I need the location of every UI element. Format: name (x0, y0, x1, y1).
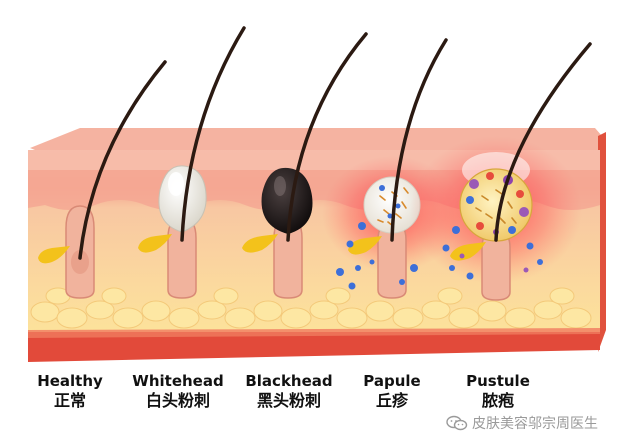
label-papule-zh: 丘疹 (375, 391, 408, 410)
papule-hair (390, 38, 448, 242)
whitehead-follicle (138, 26, 246, 299)
label-blackhead-en: Blackhead (245, 372, 333, 390)
blackhead-sebaceous-gland (242, 234, 278, 253)
label-blackhead-zh: 黑头粉刺 (256, 391, 321, 410)
label-whitehead: Whitehead 白头粉刺 (123, 372, 233, 412)
label-pustule-en: Pustule (466, 372, 530, 390)
pustule-hair (494, 42, 592, 242)
label-blackhead: Blackhead 黑头粉刺 (234, 372, 344, 412)
label-healthy-zh: 正常 (53, 391, 86, 410)
healthy-sebaceous-gland (38, 246, 70, 264)
watermark: 皮肤美容邬宗周医生 (446, 413, 598, 433)
label-papule-en: Papule (363, 372, 421, 390)
watermark-text: 皮肤美容邬宗周医生 (472, 416, 598, 432)
blackhead-hair (286, 32, 368, 242)
blackhead-follicle (242, 32, 368, 299)
label-pustule-zh: 脓疱 (481, 391, 514, 410)
label-papule: Papule 丘疹 (337, 372, 447, 412)
whitehead-hair (180, 26, 246, 242)
base-layer (28, 332, 600, 362)
label-whitehead-en: Whitehead (132, 372, 224, 390)
fat-layer (30, 287, 592, 329)
pustule-sebaceous-gland (450, 242, 486, 261)
healthy-follicle (38, 60, 167, 299)
papule-bacteria (336, 185, 418, 290)
papule-sebaceous-gland (348, 236, 382, 255)
healthy-hair (78, 60, 167, 260)
pustule-follicle (410, 42, 592, 301)
label-pustule: Pustule 脓疱 (443, 372, 553, 412)
label-healthy: Healthy 正常 (15, 372, 125, 412)
label-healthy-en: Healthy (37, 372, 103, 390)
label-whitehead-zh: 白头粉刺 (145, 391, 210, 410)
wechat-icon (446, 415, 468, 431)
pustule-bacteria (442, 226, 543, 280)
whitehead-sebaceous-gland (138, 234, 172, 253)
